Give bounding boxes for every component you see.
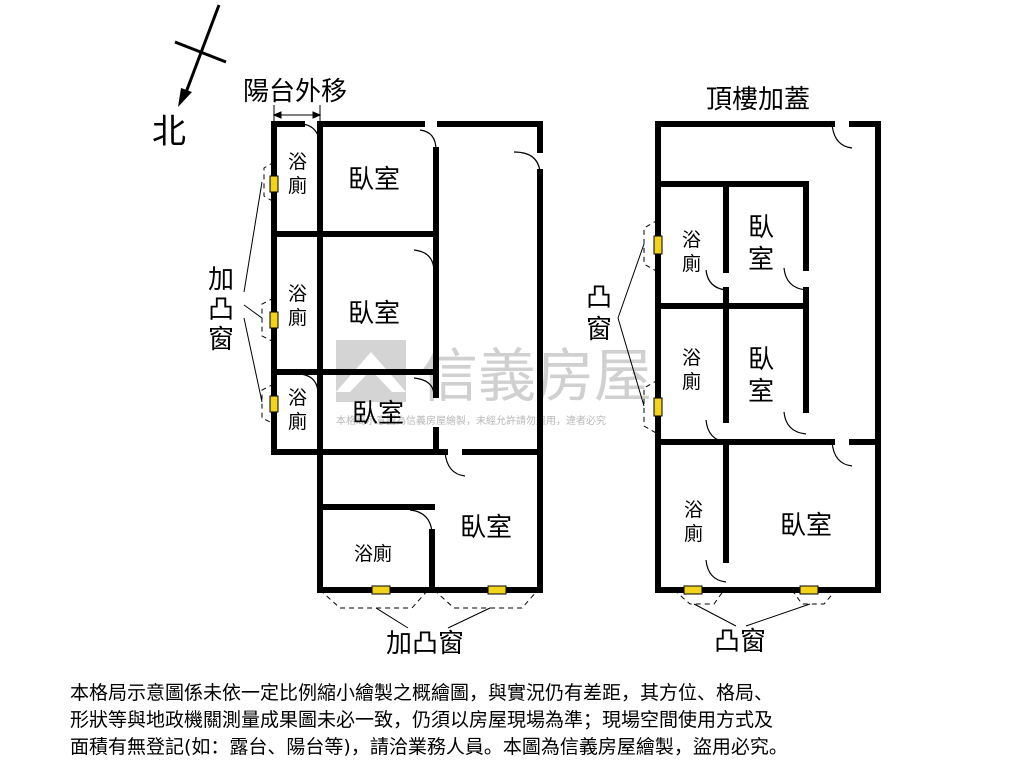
right-bottom-window-leaders xyxy=(693,603,811,627)
north-arrow-icon xyxy=(174,4,227,107)
left-side-window-label: 加凸窗 xyxy=(208,265,234,355)
left-room-bath-1: 浴廁 xyxy=(288,151,307,197)
disclaimer-line-2: 形狀等與地政機關測量成果圖未必一致，仍須以房屋現場為準；現場空間使用方式及 xyxy=(70,709,774,731)
north-label: 北 xyxy=(152,112,186,152)
right-room-bath-3: 浴廁 xyxy=(684,499,703,545)
left-plan-walls xyxy=(271,121,543,593)
right-plan-bay-windows xyxy=(643,219,837,605)
left-room-bath-2: 浴廁 xyxy=(288,283,307,329)
right-room-bedroom-2: 臥室 xyxy=(748,345,774,407)
right-room-bedroom-1: 臥室 xyxy=(748,213,774,275)
disclaimer: 本格局示意圖係未依一定比例縮小繪製之概繪圖，與實況仍有差距，其方位、格局、 形狀… xyxy=(70,680,970,761)
left-bottom-window-leaders xyxy=(375,607,491,629)
floor-plan-diagram: 信義房屋 本格局示意圖為信義房屋繪製，未經允許請勿盜用，違者必究 北 陽台外移 … xyxy=(152,4,881,659)
disclaimer-line-3: 面積有無登記(如：露台、陽台等)，請洽業務人員。本圖為信義房屋繪製，盜用必究。 xyxy=(70,736,788,758)
left-bottom-window-label: 加凸窗 xyxy=(386,629,464,659)
left-room-bedroom-4: 臥室 xyxy=(460,513,512,543)
watermark: 信義房屋 本格局示意圖為信義房屋繪製，未經允許請勿盜用，違者必究 xyxy=(336,340,652,427)
left-side-window-leaders xyxy=(243,181,263,403)
right-room-bath-2: 浴廁 xyxy=(682,347,701,393)
left-room-bath-3: 浴廁 xyxy=(288,387,307,433)
right-side-window-leaders xyxy=(617,243,645,407)
disclaimer-line-1: 本格局示意圖係未依一定比例縮小繪製之概繪圖，與實況仍有差距，其方位、格局、 xyxy=(70,682,774,704)
right-side-window-label: 凸窗 xyxy=(586,283,612,345)
left-room-bedroom-1: 臥室 xyxy=(348,165,400,195)
left-plan-bay-windows xyxy=(261,161,539,609)
left-room-bath-4: 浴廁 xyxy=(354,542,392,565)
right-room-bedroom-3: 臥室 xyxy=(780,511,832,541)
right-plan-doors xyxy=(705,123,853,583)
left-room-bedroom-3: 臥室 xyxy=(352,399,404,429)
right-bottom-window-label: 凸窗 xyxy=(714,627,766,657)
left-plan-window-panes xyxy=(269,175,507,595)
right-room-bath-1: 浴廁 xyxy=(682,229,701,275)
left-plan-doors xyxy=(299,123,541,533)
right-plan-window-panes xyxy=(653,235,819,595)
watermark-brand: 信義房屋 xyxy=(420,342,652,410)
roof-addition-label: 頂樓加蓋 xyxy=(706,85,810,115)
left-room-bedroom-2: 臥室 xyxy=(348,299,400,329)
balcony-shift-label: 陽台外移 xyxy=(243,77,347,107)
